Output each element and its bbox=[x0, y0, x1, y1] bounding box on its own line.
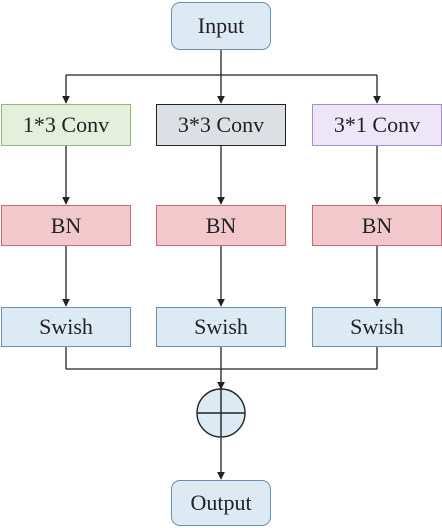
bn-node-right: BN bbox=[312, 205, 442, 246]
input-label: Input bbox=[197, 13, 245, 38]
conv-label-3x1: 3*1 Conv bbox=[333, 112, 421, 137]
bn-label-right: BN bbox=[361, 212, 393, 238]
swish-node-right: Swish bbox=[312, 307, 442, 347]
bn-node-mid: BN bbox=[156, 205, 286, 246]
bn-label-mid: BN bbox=[205, 212, 237, 238]
conv-node-3x3: 3*3 Conv bbox=[156, 104, 286, 146]
conv-node-1x3: 1*3 Conv bbox=[1, 104, 131, 146]
swish-node-mid: Swish bbox=[156, 307, 286, 347]
bn-label-left: BN bbox=[50, 212, 82, 238]
output-node: Output bbox=[171, 480, 271, 526]
sum-node bbox=[196, 388, 246, 438]
conv-node-3x1: 3*1 Conv bbox=[312, 104, 442, 146]
conv-label-3x3: 3*3 Conv bbox=[177, 112, 265, 137]
conv-label-1x3: 1*3 Conv bbox=[22, 112, 110, 137]
swish-label-mid: Swish bbox=[194, 314, 248, 339]
bn-node-left: BN bbox=[1, 205, 131, 246]
swish-label-left: Swish bbox=[39, 314, 93, 339]
input-node: Input bbox=[171, 2, 271, 50]
output-label: Output bbox=[190, 490, 252, 515]
swish-label-right: Swish bbox=[350, 314, 404, 339]
swish-node-left: Swish bbox=[1, 307, 131, 347]
